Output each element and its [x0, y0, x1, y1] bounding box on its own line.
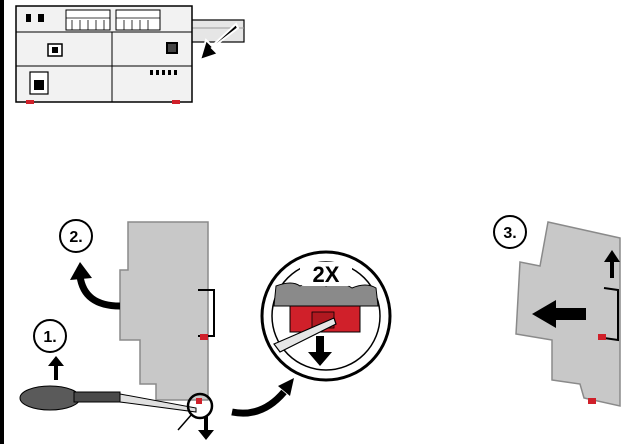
curved-arrow-icon — [76, 275, 121, 310]
arrow-down-zoom-icon — [308, 336, 332, 366]
device-overview — [15, 5, 245, 104]
repeat-badge: 2X — [313, 262, 340, 287]
step-1-marker — [33, 319, 67, 353]
step-1-label: 1. — [43, 329, 56, 346]
terminal-block-top — [65, 9, 161, 31]
removal-procedure: 2. 1. — [19, 219, 294, 440]
latch-foot-left — [26, 100, 34, 104]
din-rail-clip-right — [603, 287, 619, 342]
arrow-left-icon — [532, 300, 586, 328]
arrow-diagonal-icon — [198, 22, 240, 62]
step-3-label: 3. — [503, 225, 516, 242]
led-row — [150, 70, 177, 75]
magnifier-small — [186, 392, 214, 420]
arrow-down-icon — [198, 416, 214, 440]
latch-foot-right — [172, 100, 180, 104]
screwdriver-tip — [273, 317, 337, 353]
step-2-label: 2. — [69, 229, 82, 246]
mounting-procedure: 3. — [493, 215, 621, 407]
step-2-marker — [59, 219, 93, 253]
arrow-up-icon — [48, 356, 64, 380]
frame-border — [0, 0, 4, 444]
arrow-up-right-icon — [604, 250, 620, 278]
curved-arrow-zoom-icon — [231, 389, 287, 417]
device-side-profile — [119, 221, 209, 401]
screwdriver-icon — [19, 385, 197, 413]
zoom-detail: 2X — [260, 250, 392, 382]
step-3-marker — [493, 215, 527, 249]
